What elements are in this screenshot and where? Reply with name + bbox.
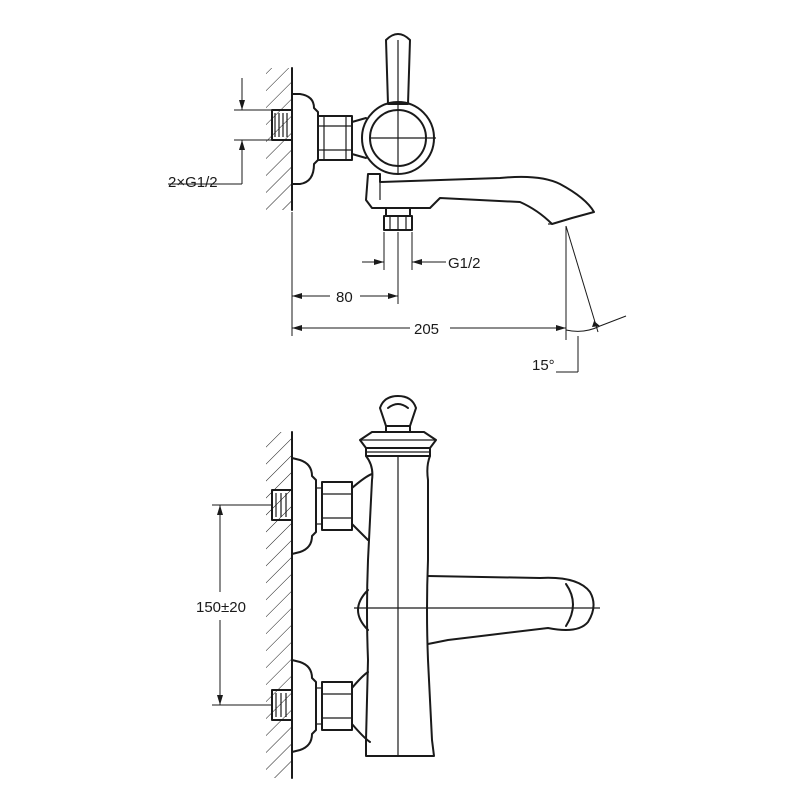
cap (359, 431, 437, 457)
dim-inlet-spacing: 150±20 (196, 504, 272, 706)
dim-wall-to-axis: 80 (291, 212, 399, 336)
inlet-thread-top (271, 109, 293, 141)
wall-bottom (266, 431, 293, 779)
front-view: 150±20 (196, 395, 600, 779)
connector-bottom (351, 473, 373, 743)
main-body (365, 455, 435, 757)
connector-top (351, 117, 367, 159)
dim-label-wall-to-spout: 205 (414, 321, 439, 338)
inlet-lower (271, 659, 353, 753)
dim-label-wall-to-axis: 80 (336, 289, 353, 306)
hex-nut-top (317, 115, 353, 161)
lever-handle (385, 33, 411, 105)
dim-label-outlet-thread: G1/2 (448, 255, 481, 272)
mixer-lever-side (357, 589, 369, 631)
dim-inlet-thread: 2×G1/2 (168, 78, 272, 191)
dim-label-inlet-thread: 2×G1/2 (168, 174, 218, 191)
spout-front (427, 575, 595, 645)
diverter-outlet (383, 207, 413, 231)
inlet-upper (271, 457, 353, 555)
dim-label-inlet-spacing: 150±20 (196, 599, 246, 616)
escutcheon-top (291, 93, 319, 185)
cartridge-body (361, 101, 436, 175)
dim-outlet-thread: G1/2 (362, 232, 481, 272)
dim-spout-angle: 15° (532, 225, 627, 374)
dim-wall-to-spout: 205 (292, 321, 566, 338)
side-view: 2×G1/2 G1/2 80 205 (168, 33, 627, 374)
dim-label-spout-angle: 15° (532, 357, 555, 374)
top-knob (379, 395, 417, 433)
spout-top (365, 173, 595, 225)
